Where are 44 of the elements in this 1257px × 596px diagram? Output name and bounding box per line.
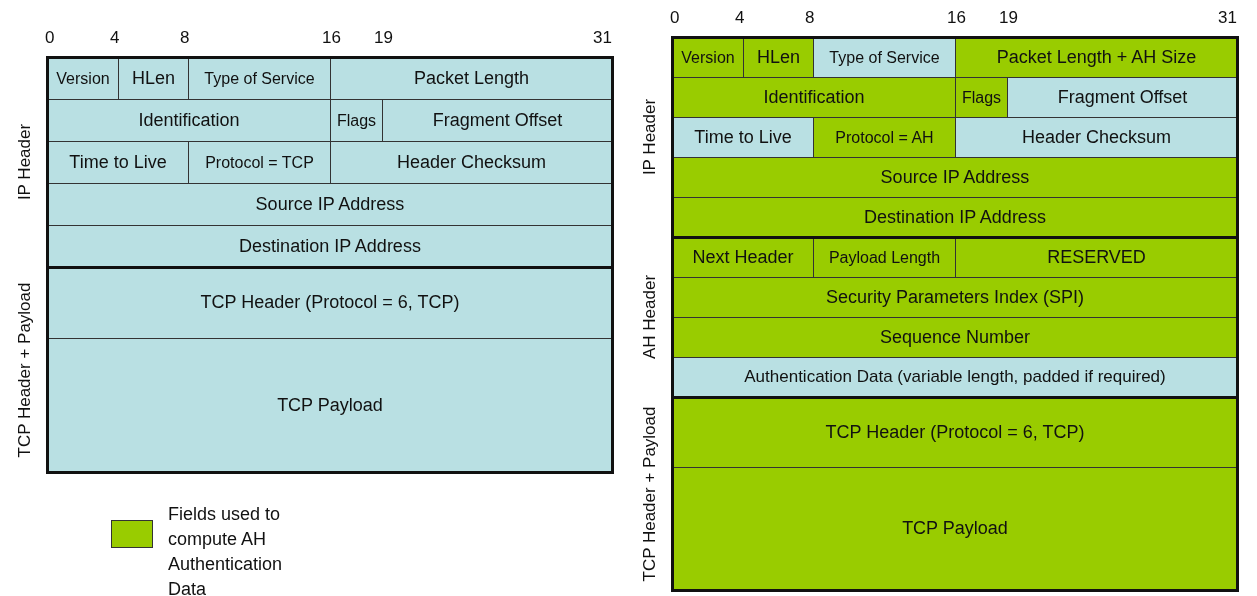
section-label: TCP Header + Payload (15, 282, 35, 457)
bit-number: 0 (45, 28, 55, 48)
bit-number: 19 (999, 8, 1018, 28)
legend-text: Fields used to compute AH Authentication Data (168, 503, 284, 596)
header-field: TCP Payload (672, 467, 1238, 591)
header-field: Source IP Address (672, 157, 1238, 198)
header-field: Protocol = TCP (188, 141, 331, 184)
header-field: Fragment Offset (382, 99, 613, 142)
section-label: TCP Header + Payload (640, 406, 660, 581)
header-field: TCP Header (Protocol = 6, TCP) (672, 397, 1238, 468)
header-field: TCP Payload (47, 338, 613, 473)
header-field: Time to Live (47, 141, 189, 184)
header-field: Authentication Data (variable length, padded if required) (672, 357, 1238, 398)
header-field: Packet Length (330, 57, 613, 100)
bit-number: 31 (593, 28, 612, 48)
bit-number: 4 (735, 8, 745, 28)
header-field: TCP Header (Protocol = 6, TCP) (47, 267, 613, 339)
bit-number: 31 (1218, 8, 1237, 28)
header-field: Protocol = AH (813, 117, 956, 158)
section-label: AH Header (640, 274, 660, 360)
section-label: IP Header (15, 123, 35, 201)
header-field: Identification (672, 77, 956, 118)
section-label: IP Header (640, 98, 660, 176)
header-field: Packet Length + AH Size (955, 37, 1238, 78)
header-field: Security Parameters Index (SPI) (672, 277, 1238, 318)
header-field: Flags (330, 99, 383, 142)
bit-number: 4 (110, 28, 120, 48)
header-field: Header Checksum (955, 117, 1238, 158)
header-field: Sequence Number (672, 317, 1238, 358)
header-field: Destination IP Address (47, 225, 613, 268)
bit-number: 0 (670, 8, 680, 28)
header-field: Source IP Address (47, 183, 613, 226)
bit-number: 16 (947, 8, 966, 28)
bit-number: 19 (374, 28, 393, 48)
bit-number: 16 (322, 28, 341, 48)
header-field: RESERVED (955, 237, 1238, 278)
bit-number: 8 (805, 8, 815, 28)
header-field: Destination IP Address (672, 197, 1238, 238)
bit-number: 8 (180, 28, 190, 48)
header-field: Identification (47, 99, 331, 142)
header-field: Fragment Offset (1007, 77, 1238, 118)
header-field: Time to Live (672, 117, 814, 158)
header-field: Flags (955, 77, 1008, 118)
header-field: Header Checksum (330, 141, 613, 184)
